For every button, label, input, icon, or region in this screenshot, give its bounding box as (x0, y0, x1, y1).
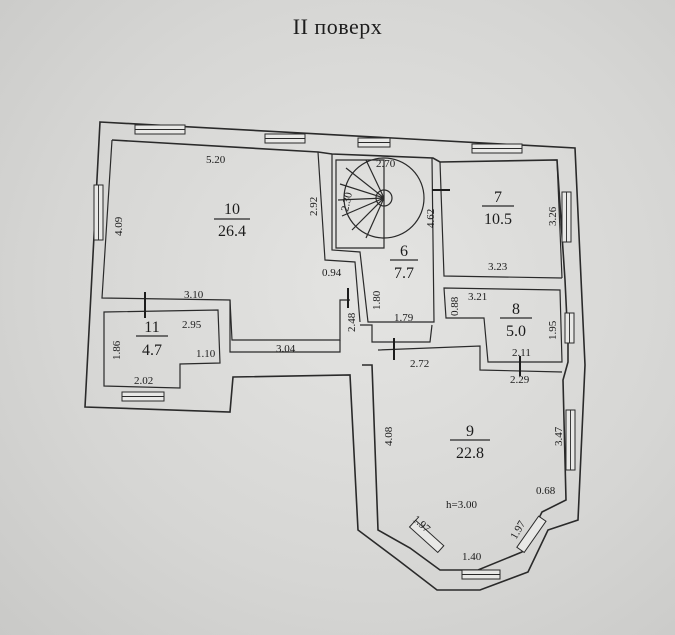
wall-room-6 (331, 154, 435, 323)
dimension-label: 2.92 (308, 197, 320, 216)
wall-room-9 (377, 345, 563, 373)
room-11-label: 11 4.7 (136, 319, 168, 359)
dimension-label: 3.04 (276, 343, 296, 355)
window-top-mid (264, 133, 306, 144)
window-top-stair (357, 137, 391, 148)
dimension-label: 2.72 (410, 358, 429, 370)
room-10-label: 10 26.4 (214, 201, 250, 240)
dimension-label: h=3.00 (446, 499, 477, 511)
wall-room-6-bottom (360, 324, 433, 343)
dimension-label: 0.94 (322, 267, 342, 279)
dimension-label: 4.08 (383, 426, 395, 446)
window-bay-left (408, 519, 445, 554)
svg-text:10.5: 10.5 (484, 211, 512, 228)
dimension-label: 3.21 (468, 291, 487, 303)
dimension-label: 5.20 (206, 154, 226, 166)
window-right-9 (565, 409, 576, 471)
svg-text:9: 9 (466, 423, 474, 440)
room-9-label: 9 22.8 (450, 423, 490, 462)
window-top-left (134, 124, 186, 135)
wall-room-10 (101, 139, 350, 341)
dimension-label: 4.09 (113, 216, 125, 236)
dimension-label: 0.68 (536, 485, 556, 497)
dimension-label: 2.11 (512, 347, 531, 359)
dimension-label: 2.70 (376, 158, 396, 170)
dimension-label: 2.29 (510, 374, 530, 386)
svg-text:5.0: 5.0 (506, 323, 526, 340)
wall-room-7 (439, 161, 563, 279)
window-bay-right (516, 515, 547, 554)
dimension-label: 0.88 (449, 296, 461, 316)
window-right-7 (561, 191, 572, 243)
dimension-label: 2.95 (182, 319, 202, 331)
svg-text:11: 11 (144, 319, 159, 336)
dimension-label: 2.30 (339, 191, 355, 213)
room-7-label: 7 10.5 (482, 189, 514, 228)
dimension-label: 3.26 (547, 206, 559, 226)
outer-wall (84, 121, 586, 591)
dimension-label: 3.23 (488, 261, 508, 273)
dimension-label: 1.79 (394, 312, 414, 324)
window-bottom-11 (121, 391, 165, 402)
dimension-label: 1.95 (547, 320, 559, 340)
inner-outline (111, 139, 569, 571)
svg-text:26.4: 26.4 (218, 223, 246, 240)
dimension-label: 3.10 (184, 289, 204, 301)
dimension-label: 2.02 (134, 375, 153, 387)
window-left (93, 184, 104, 241)
dimension-label: 2.48 (346, 312, 358, 332)
dimension-label: 4.62 (425, 209, 437, 228)
dimension-label: 1.80 (371, 290, 383, 310)
page-title: II поверх (292, 14, 383, 39)
svg-text:10: 10 (224, 201, 240, 218)
svg-text:7: 7 (494, 189, 502, 206)
svg-text:4.7: 4.7 (142, 342, 162, 359)
wall-room-11-inner (229, 300, 341, 353)
spiral-stair-icon (335, 157, 425, 249)
wall-room-8 (443, 287, 563, 363)
window-top-right (471, 143, 523, 154)
window-bottom-9 (461, 569, 501, 580)
dimension-label: 1.40 (462, 551, 482, 563)
room-6-label: 6 7.7 (390, 243, 418, 282)
wall-room-11 (103, 309, 221, 389)
svg-text:22.8: 22.8 (456, 445, 484, 462)
svg-text:8: 8 (512, 301, 520, 318)
svg-text:7.7: 7.7 (394, 265, 414, 282)
wall-room-10-right (317, 151, 361, 323)
dimension-label: 1.86 (111, 340, 123, 360)
dimension-label: 3.47 (553, 426, 565, 446)
room-8-label: 8 5.0 (500, 301, 532, 340)
window-right-8 (564, 312, 575, 344)
dimension-label: 1.10 (196, 348, 216, 360)
svg-text:6: 6 (400, 243, 408, 260)
wall-room-7-right (556, 159, 563, 279)
